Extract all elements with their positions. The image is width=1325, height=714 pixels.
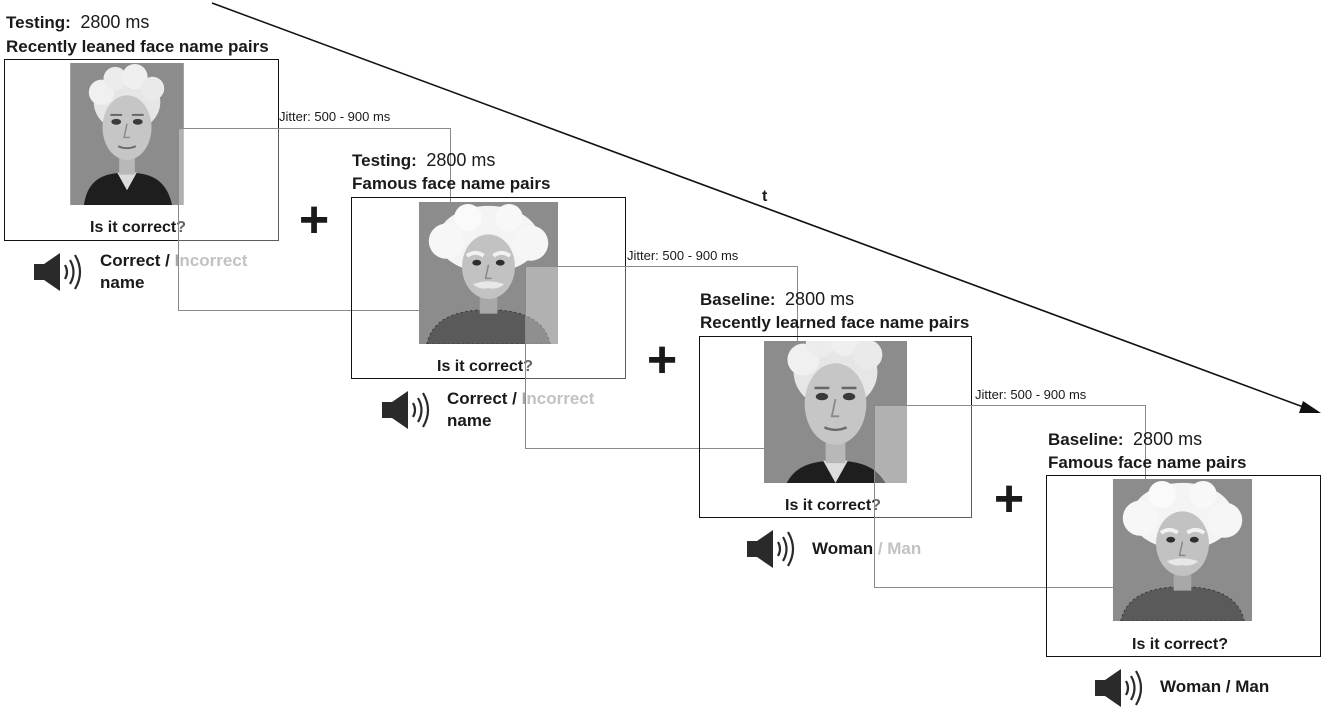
famous-man-face-icon bbox=[1111, 479, 1254, 621]
panel-2-phase-label: Testing: bbox=[352, 151, 417, 170]
panel-4-header: Baseline: 2800 ms bbox=[1048, 429, 1202, 450]
elderly-woman-face-icon bbox=[69, 63, 185, 205]
panel-1-answer: Correct / Incorrect bbox=[100, 250, 247, 272]
panel-1-question: Is it correct? bbox=[90, 219, 187, 236]
panel-4-phase-label: Baseline: bbox=[1048, 430, 1124, 449]
panel-1-fixation-screen bbox=[178, 128, 451, 311]
panel-2-answer-tail: name bbox=[447, 411, 492, 430]
panel-1-screen bbox=[4, 59, 279, 241]
panel-3-answer: Woman / Man bbox=[812, 538, 921, 560]
panel-4-question: Is it correct? bbox=[1132, 636, 1229, 653]
speaker-icon bbox=[32, 252, 84, 292]
panel-1-answer-primary: Correct / bbox=[100, 251, 170, 270]
panel-2-jitter: Jitter: 500 - 900 ms bbox=[627, 248, 739, 263]
panel-2-answer: Correct / Incorrect bbox=[447, 388, 594, 410]
panel-3-duration: 2800 ms bbox=[785, 289, 855, 309]
panel-1-face-photo bbox=[69, 63, 185, 205]
panel-1-answer-secondary: Incorrect bbox=[174, 251, 248, 270]
panel-1-phase-label: Testing: bbox=[6, 13, 71, 32]
panel-3-header: Baseline: 2800 ms bbox=[700, 289, 854, 310]
panel-2-audio bbox=[380, 390, 432, 435]
timeline-arrow-line bbox=[211, 2, 1307, 409]
speaker-icon bbox=[380, 390, 432, 430]
panel-3-answer-primary: Woman bbox=[812, 539, 874, 558]
panel-3-audio bbox=[745, 529, 797, 574]
panel-2-fixation-cross: + bbox=[646, 331, 678, 389]
panel-4-screen bbox=[1046, 475, 1321, 657]
timeline-arrow-head bbox=[1299, 401, 1321, 413]
panel-3-answer-secondary: / Man bbox=[877, 539, 922, 558]
panel-3-subtitle: Recently learned face name pairs bbox=[700, 313, 970, 332]
panel-2-subtitle: Famous face name pairs bbox=[352, 174, 551, 193]
speaker-icon bbox=[1093, 668, 1145, 708]
panel-4-subtitle: Famous face name pairs bbox=[1048, 453, 1247, 472]
panel-1-answer-tail: name bbox=[100, 273, 145, 292]
panel-3-jitter: Jitter: 500 - 900 ms bbox=[975, 387, 1087, 402]
panel-3-screen bbox=[699, 336, 972, 518]
panel-2-screen bbox=[351, 197, 626, 379]
panel-2-answer-secondary: Incorrect bbox=[521, 389, 595, 408]
panel-1-subtitle: Recently leaned face name pairs bbox=[6, 37, 269, 56]
timeline-axis-label: t bbox=[762, 188, 768, 205]
panel-3-phase-label: Baseline: bbox=[700, 290, 776, 309]
panel-2-question: Is it correct? bbox=[437, 358, 534, 375]
panel-4-audio bbox=[1093, 668, 1145, 713]
panel-4-answer: Woman / Man bbox=[1160, 677, 1270, 696]
speaker-icon bbox=[745, 529, 797, 569]
panel-2-header: Testing: 2800 ms bbox=[352, 150, 495, 171]
panel-1-jitter: Jitter: 500 - 900 ms bbox=[279, 109, 391, 124]
panel-1-fixation-cross: + bbox=[298, 191, 330, 249]
panel-4-face-photo bbox=[1111, 479, 1254, 621]
panel-1-header: Testing: 2800 ms bbox=[6, 12, 149, 33]
panel-1-audio bbox=[32, 252, 84, 297]
panel-3-question: Is it correct? bbox=[785, 497, 882, 514]
panel-4-duration: 2800 ms bbox=[1133, 429, 1203, 449]
panel-3-fixation-cross: + bbox=[993, 470, 1025, 528]
panel-2-fixation-screen bbox=[525, 266, 798, 449]
panel-1-duration: 2800 ms bbox=[80, 12, 150, 32]
panel-2-duration: 2800 ms bbox=[426, 150, 496, 170]
panel-2-answer-primary: Correct / bbox=[447, 389, 517, 408]
panel-3-fixation-screen bbox=[874, 405, 1146, 588]
